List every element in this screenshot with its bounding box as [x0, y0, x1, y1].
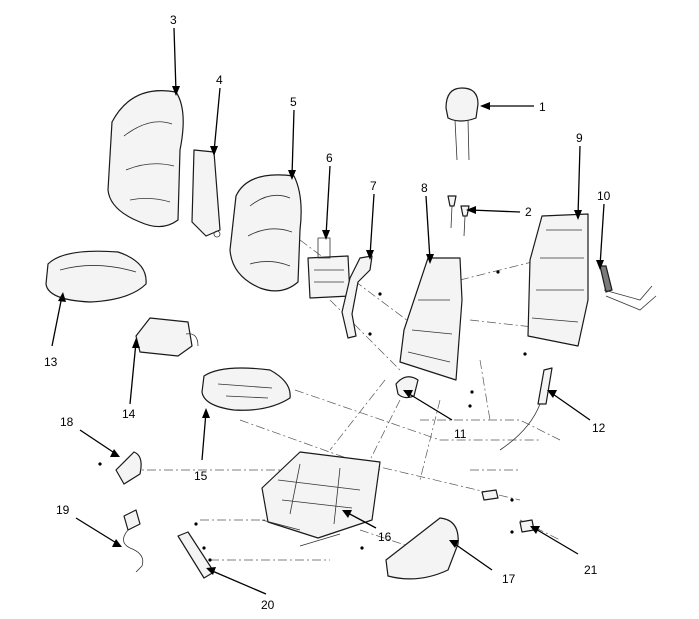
callout-11: 11: [454, 427, 467, 441]
part-lumbar-support: [307, 237, 351, 299]
part-seat-frame-track: [261, 451, 381, 547]
callout-3: 3: [170, 13, 177, 27]
fastener-dots: [98, 270, 527, 562]
part-side-shield: [385, 517, 459, 580]
callout-14: 14: [122, 407, 136, 421]
callout-16: 16: [378, 530, 392, 544]
callout-9: 9: [576, 131, 583, 145]
part-back-panel: [527, 213, 589, 347]
callout-13: 13: [44, 355, 58, 369]
part-headrest-holder: [599, 265, 657, 311]
callout-20: 20: [261, 598, 275, 612]
part-bracket: [395, 376, 419, 399]
part-recliner-cover: [115, 451, 142, 485]
part-cushion-pad: [201, 367, 291, 411]
callout-8: 8: [421, 181, 428, 195]
part-headrest-guides: [447, 195, 470, 237]
part-cushion-pad-film: [135, 317, 199, 357]
part-seatback-pad: [229, 174, 302, 292]
part-seatback-frame: [399, 257, 463, 381]
part-switch: [481, 489, 535, 533]
callout-4: 4: [216, 73, 223, 87]
part-headrest: [445, 87, 479, 161]
callout-5: 5: [290, 95, 297, 109]
callout-21: 21: [584, 563, 598, 577]
callout-2: 2: [525, 205, 532, 219]
callout-6: 6: [326, 151, 333, 165]
part-side-wire: [341, 255, 373, 339]
callout-10: 10: [597, 189, 611, 203]
callout-15: 15: [194, 469, 208, 483]
callout-labels: 1 2 3 4 5 6 7 8 9 10 11 12 13 14 15 16 1…: [44, 13, 611, 612]
callout-1: 1: [539, 100, 546, 114]
part-cable-harness: [499, 367, 553, 451]
part-seatback-pad-film: [191, 149, 221, 238]
part-inner-shield: [177, 531, 215, 579]
part-seatback-cover: [107, 90, 184, 228]
callout-12: 12: [592, 421, 606, 435]
callout-7: 7: [370, 179, 377, 193]
callout-18: 18: [60, 415, 74, 429]
callout-17: 17: [502, 572, 516, 586]
callout-19: 19: [56, 503, 70, 517]
leader-lines: [51, 27, 605, 595]
part-seatbelt-buckle: [123, 509, 144, 573]
part-cushion-cover: [45, 250, 147, 303]
